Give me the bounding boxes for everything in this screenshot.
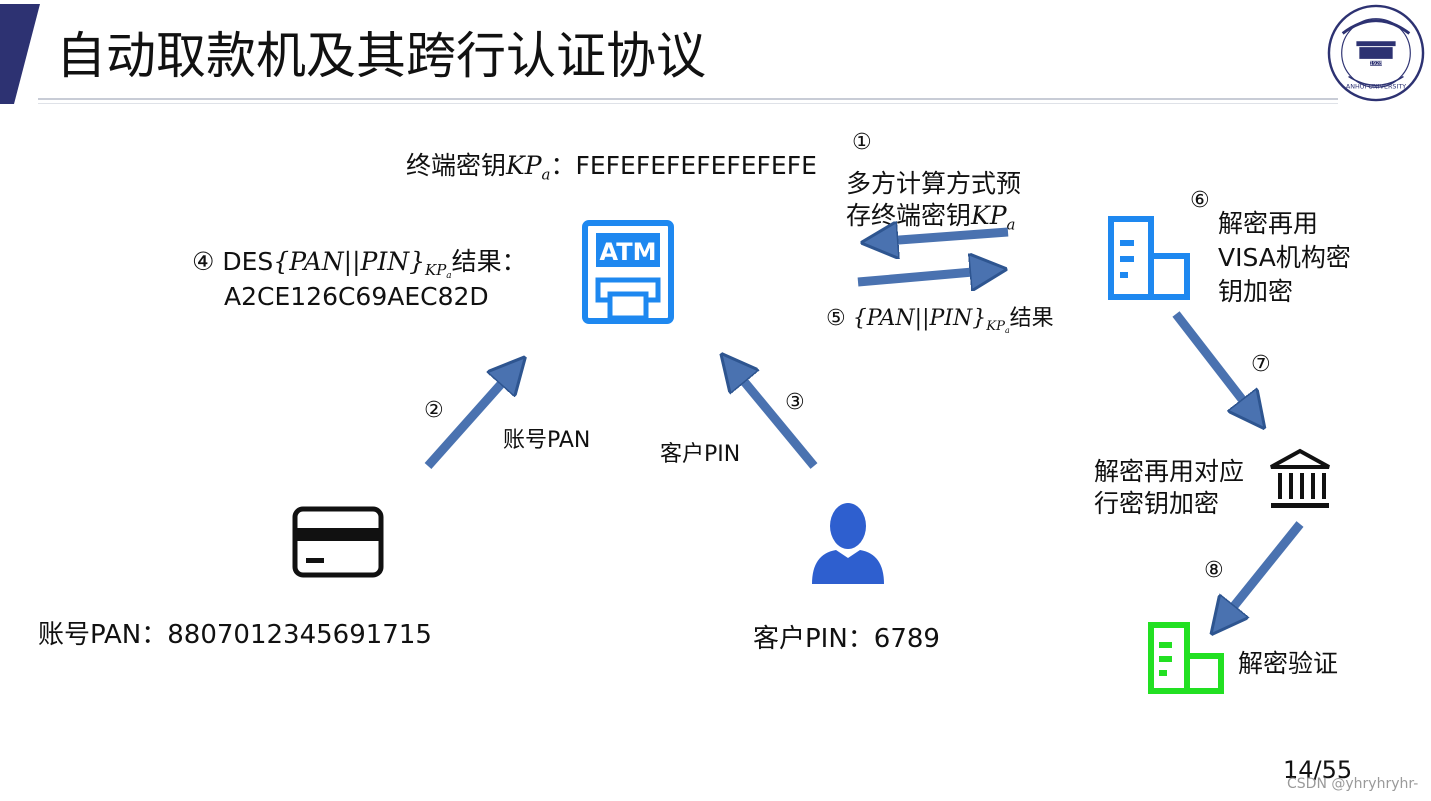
step5-expr: {PAN||PIN}	[852, 306, 987, 331]
step6-line1: 解密再用	[1218, 209, 1319, 238]
step5-sub-var: KP	[986, 318, 1005, 334]
step1-key-var: KP	[971, 201, 1007, 230]
step4-expr: {PAN||PIN}	[273, 247, 425, 276]
step4-sub: KPa	[424, 261, 452, 282]
building-blue-icon	[1108, 216, 1190, 300]
bank-icon	[1270, 448, 1330, 508]
arrow-from-atm-step5	[857, 270, 996, 282]
step5-sub-sub: a	[1004, 325, 1010, 335]
step8-number: ⑧	[1204, 558, 1224, 583]
terminal-key-label: 终端密钥KPa：FEFEFEFEFEFEFEFE	[406, 146, 817, 183]
step4-sub-var: KP	[424, 261, 447, 280]
step3-label: 客户PIN	[660, 442, 741, 467]
building-green-icon	[1148, 622, 1224, 694]
step8-text: 解密验证	[1238, 649, 1339, 678]
terminal-key-value: FEFEFEFEFEFEFEFE	[575, 151, 817, 180]
atm-icon: ATM	[582, 220, 674, 324]
arrow-bank-to-issuer	[1218, 521, 1304, 626]
step1-key-sub: a	[1006, 215, 1016, 234]
terminal-key-sep: ：	[550, 151, 576, 180]
title-accent-shape	[0, 4, 40, 104]
step5-number: ⑤	[826, 306, 846, 331]
step7-line1: 解密再用对应	[1094, 457, 1245, 486]
step4-sub-sub: a	[446, 271, 452, 282]
arrow-customer-to-atm	[728, 362, 818, 469]
step3-number: ③	[785, 390, 805, 415]
logo-text: ANHUI UNIVERSITY	[1346, 82, 1406, 90]
terminal-key-prefix: 终端密钥	[406, 151, 507, 180]
step1-line1: 多方计算方式预	[846, 169, 1022, 198]
atm-label: ATM	[600, 238, 657, 266]
university-logo: 1928 ANHUI UNIVERSITY	[1327, 4, 1425, 102]
step4-suffix: 结果：	[451, 247, 527, 276]
step6-line2: VISA机构密	[1218, 243, 1351, 272]
arrow-card-to-atm	[424, 365, 518, 469]
card-caption: 账号PAN：8807012345691715	[38, 620, 432, 650]
terminal-key-var: KP	[506, 151, 542, 180]
person-icon	[812, 503, 884, 584]
step5-line: ⑤ {PAN||PIN}KPa结果	[826, 300, 1054, 334]
step2-number: ②	[424, 398, 444, 423]
title-divider	[38, 98, 1338, 100]
step2-label: 账号PAN	[503, 428, 591, 453]
page-number: 14/55	[1283, 756, 1353, 784]
step7-number: ⑦	[1251, 352, 1271, 377]
step1-number: ①	[852, 130, 872, 155]
step6-line3: 钥加密	[1218, 277, 1294, 306]
title-divider-thin	[38, 103, 1338, 104]
step5-sub: KPa	[986, 318, 1010, 335]
step7-line2: 行密钥加密	[1094, 489, 1220, 518]
step4-value: A2CE126C69AEC82D	[224, 282, 489, 311]
watermark: CSDN @yhryhryhr-	[1287, 776, 1419, 792]
step5-suffix: 结果	[1009, 306, 1054, 331]
terminal-key-sub: a	[541, 165, 551, 184]
step6-number: ⑥	[1190, 188, 1210, 213]
step4-des: DES	[222, 247, 274, 276]
logo-year: 1928	[1370, 61, 1382, 67]
arrow-visa-to-bank	[1172, 311, 1258, 420]
slide-title: 自动取款机及其跨行认证协议	[56, 27, 706, 85]
card-icon	[292, 506, 384, 578]
arrow-to-atm-step1	[872, 232, 1009, 242]
step4-number: ④	[192, 247, 215, 276]
step4-line1: ④ DES{PAN||PIN}KPa结果：	[192, 242, 527, 281]
customer-caption: 客户PIN：6789	[753, 624, 940, 654]
